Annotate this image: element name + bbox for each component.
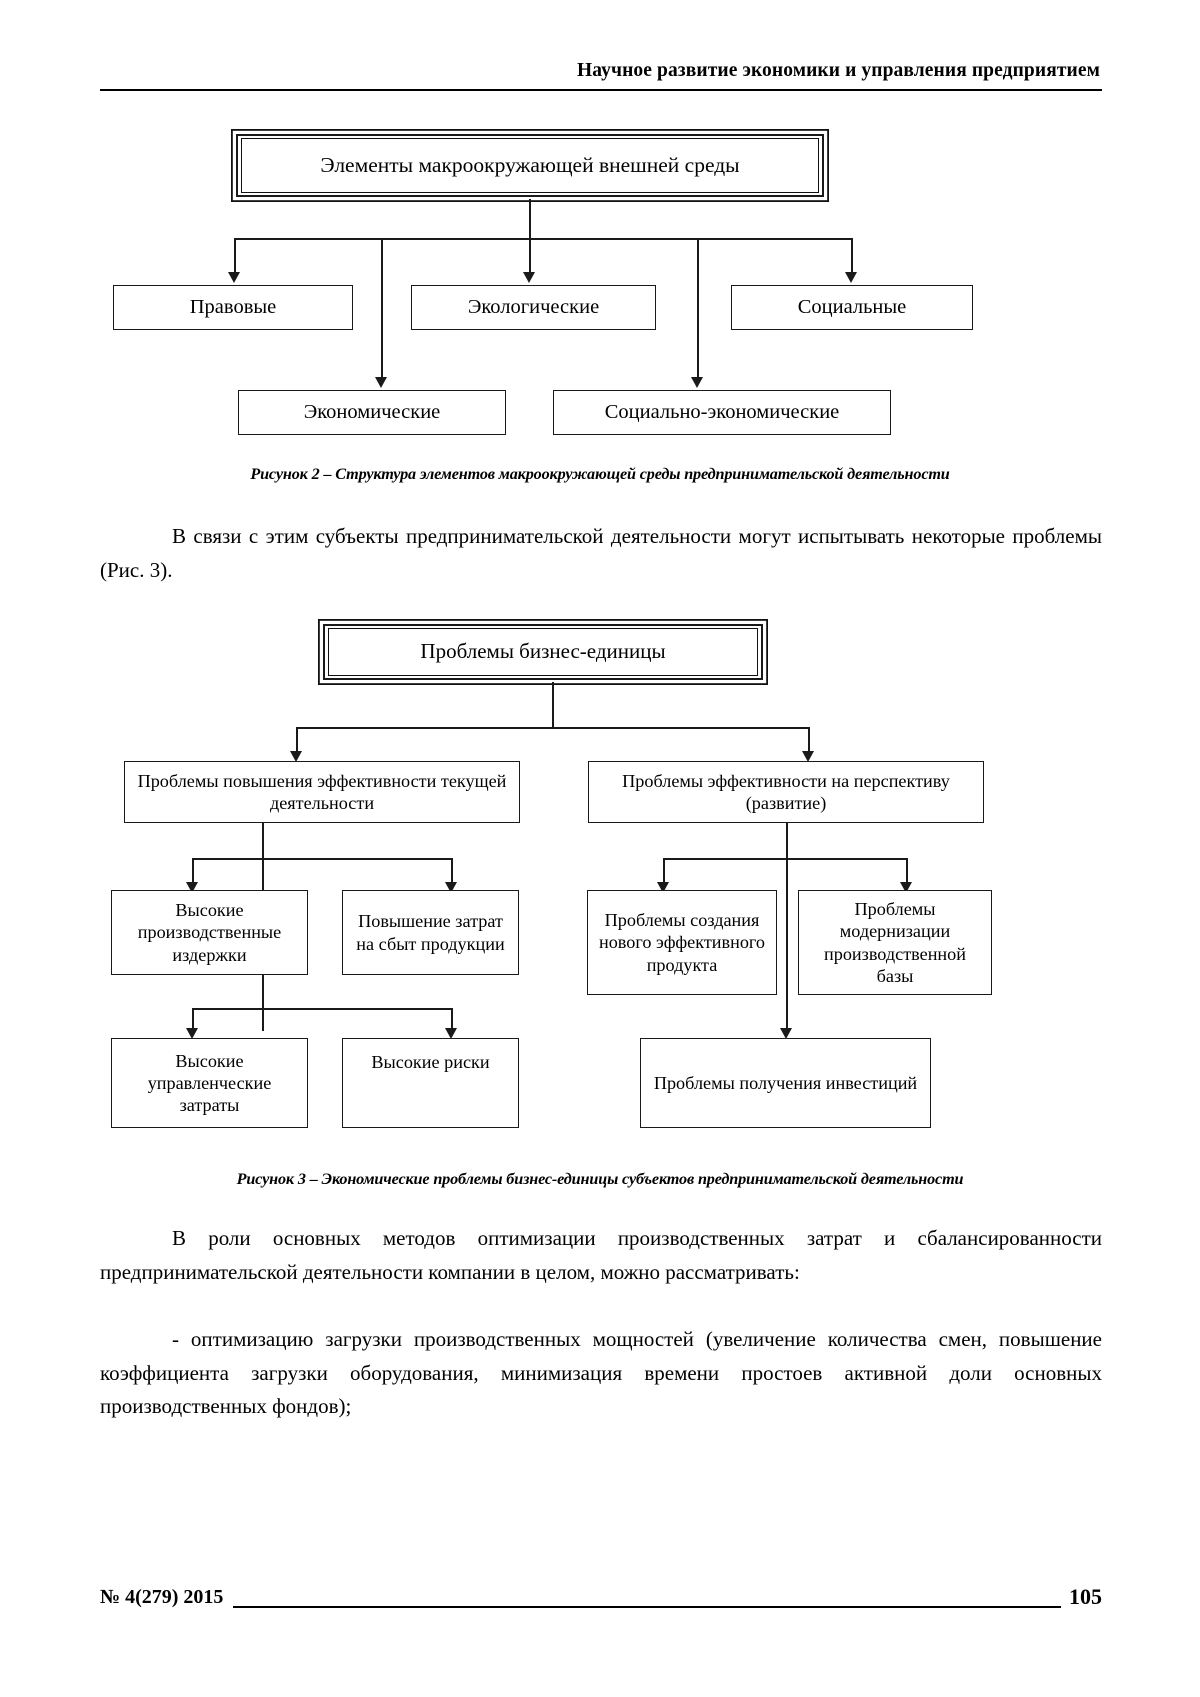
fig3-right-drop-a	[663, 858, 665, 884]
fig2-node-label: Экологические	[467, 296, 600, 318]
fig3-drop-left	[296, 727, 298, 753]
fig3-trunk	[552, 682, 554, 728]
fig3-node-label: Высокие производственные издержки	[137, 900, 282, 965]
fig3-right-bus	[663, 858, 907, 860]
fig2-root-box: Элементы макроокружающей внешней среды	[236, 134, 824, 197]
fig3-node-high-risks: Высокие риски	[342, 1038, 519, 1128]
footer-page-number: 105	[1061, 1584, 1102, 1610]
fig3-right-arrow-b	[900, 882, 912, 893]
fig3-left-arrow-c	[186, 1028, 198, 1039]
fig2-node-socialnye: Социальные	[731, 285, 973, 330]
figure-3-caption: Рисунок 3 – Экономические проблемы бизне…	[236, 1170, 964, 1188]
fig2-node-label: Социальные	[797, 296, 907, 318]
fig2-node-pravovye: Правовые	[113, 285, 353, 330]
fig2-node-label: Экономические	[303, 401, 441, 423]
fig3-arrow-left	[290, 751, 302, 762]
fig2-arrow-5	[691, 377, 703, 388]
fig2-drop-3	[851, 238, 853, 274]
fig2-bus	[234, 238, 852, 240]
fig3-root-label: Проблемы бизнес-единицы	[420, 639, 666, 664]
fig3-right-arrow-a	[657, 882, 669, 893]
fig2-drop-1	[234, 238, 236, 274]
fig2-drop-4	[381, 238, 383, 379]
fig3-node-label: Высокие риски	[371, 1052, 490, 1072]
fig2-trunk	[529, 199, 531, 239]
fig2-node-socialno-ekonomicheskie: Социально-экономические	[553, 390, 891, 435]
fig3-left-drop-c	[192, 1008, 194, 1030]
fig3-node-label: Повышение затрат на сбыт продукции	[356, 911, 505, 954]
fig3-node-sales-cost-increase: Повышение затрат на сбыт продукции	[342, 890, 519, 975]
header-rule	[100, 89, 1102, 91]
fig2-root-label: Элементы макроокружающей внешней среды	[320, 153, 740, 178]
fig2-node-ekologicheskie: Экологические	[411, 285, 656, 330]
fig3-node-production-base-modernization: Проблемы модернизации производственной б…	[798, 890, 992, 995]
footer-issue: № 4(279) 2015	[100, 1586, 234, 1609]
paragraph-2: В роли основных методов оптимизации прои…	[100, 1226, 1102, 1284]
fig3-node-label: Проблемы модернизации производственной б…	[824, 899, 966, 986]
fig2-arrow-2	[523, 272, 535, 283]
fig2-node-ekonomicheskie: Экономические	[238, 390, 506, 435]
fig2-drop-5	[697, 238, 699, 379]
fig3-left-drop-a	[192, 858, 194, 884]
fig3-right-spine	[786, 823, 788, 1031]
fig2-node-label: Социально-экономические	[604, 401, 840, 423]
fig3-node-label: Проблемы получения инвестиций	[653, 1072, 918, 1093]
fig3-left-arrow-a	[186, 882, 198, 893]
fig3-node-label: Высокие управленческие затраты	[147, 1050, 272, 1116]
fig3-node-investment-problems: Проблемы получения инвестиций	[640, 1038, 931, 1128]
fig2-arrow-4	[375, 377, 387, 388]
running-head: Научное развитие экономики и управления …	[577, 60, 1100, 81]
fig3-root-box: Проблемы бизнес-единицы	[323, 624, 763, 680]
fig3-node-high-management-costs: Высокие управленческие затраты	[111, 1038, 308, 1128]
fig3-right-drop-c	[786, 1008, 788, 1030]
fig2-arrow-3	[845, 272, 857, 283]
fig3-branch-title-label: Проблемы повышения эффективности текущей…	[137, 770, 507, 813]
fig2-arrow-1	[228, 272, 240, 283]
fig2-node-label: Правовые	[189, 296, 277, 318]
fig3-right-arrow-c	[780, 1028, 792, 1039]
fig3-left-bus	[192, 858, 452, 860]
fig3-bus	[296, 727, 809, 729]
paragraph-3: - оптимизацию загрузки производственных …	[100, 1327, 1102, 1418]
fig3-node-new-product-creation: Проблемы создания нового эффективного пр…	[587, 890, 777, 995]
fig3-branch-title-label: Проблемы эффективности на перспективу (р…	[622, 770, 950, 813]
paragraph-1: В связи с этим субъекты предпринимательс…	[100, 524, 1102, 582]
fig3-right-drop-b	[906, 858, 908, 884]
fig3-branch-right-title-box: Проблемы эффективности на перспективу (р…	[588, 761, 984, 823]
fig3-node-label: Проблемы создания нового эффективного пр…	[598, 910, 766, 975]
footer-rule	[100, 1606, 1102, 1608]
fig3-arrow-right	[802, 751, 814, 762]
fig3-left-arrow-d	[445, 1028, 457, 1039]
fig3-left-drop-b	[451, 858, 453, 884]
figure-2-caption: Рисунок 2 – Структура элементов макроокр…	[250, 465, 950, 483]
fig3-branch-left-title-box: Проблемы повышения эффективности текущей…	[124, 761, 520, 823]
fig3-node-high-production-costs: Высокие производственные издержки	[111, 890, 308, 975]
fig3-left-arrow-b	[445, 882, 457, 893]
fig3-drop-right	[808, 727, 810, 753]
fig2-drop-2	[529, 238, 531, 274]
fig3-left-bus2	[192, 1008, 452, 1010]
fig3-left-drop-d	[451, 1008, 453, 1030]
